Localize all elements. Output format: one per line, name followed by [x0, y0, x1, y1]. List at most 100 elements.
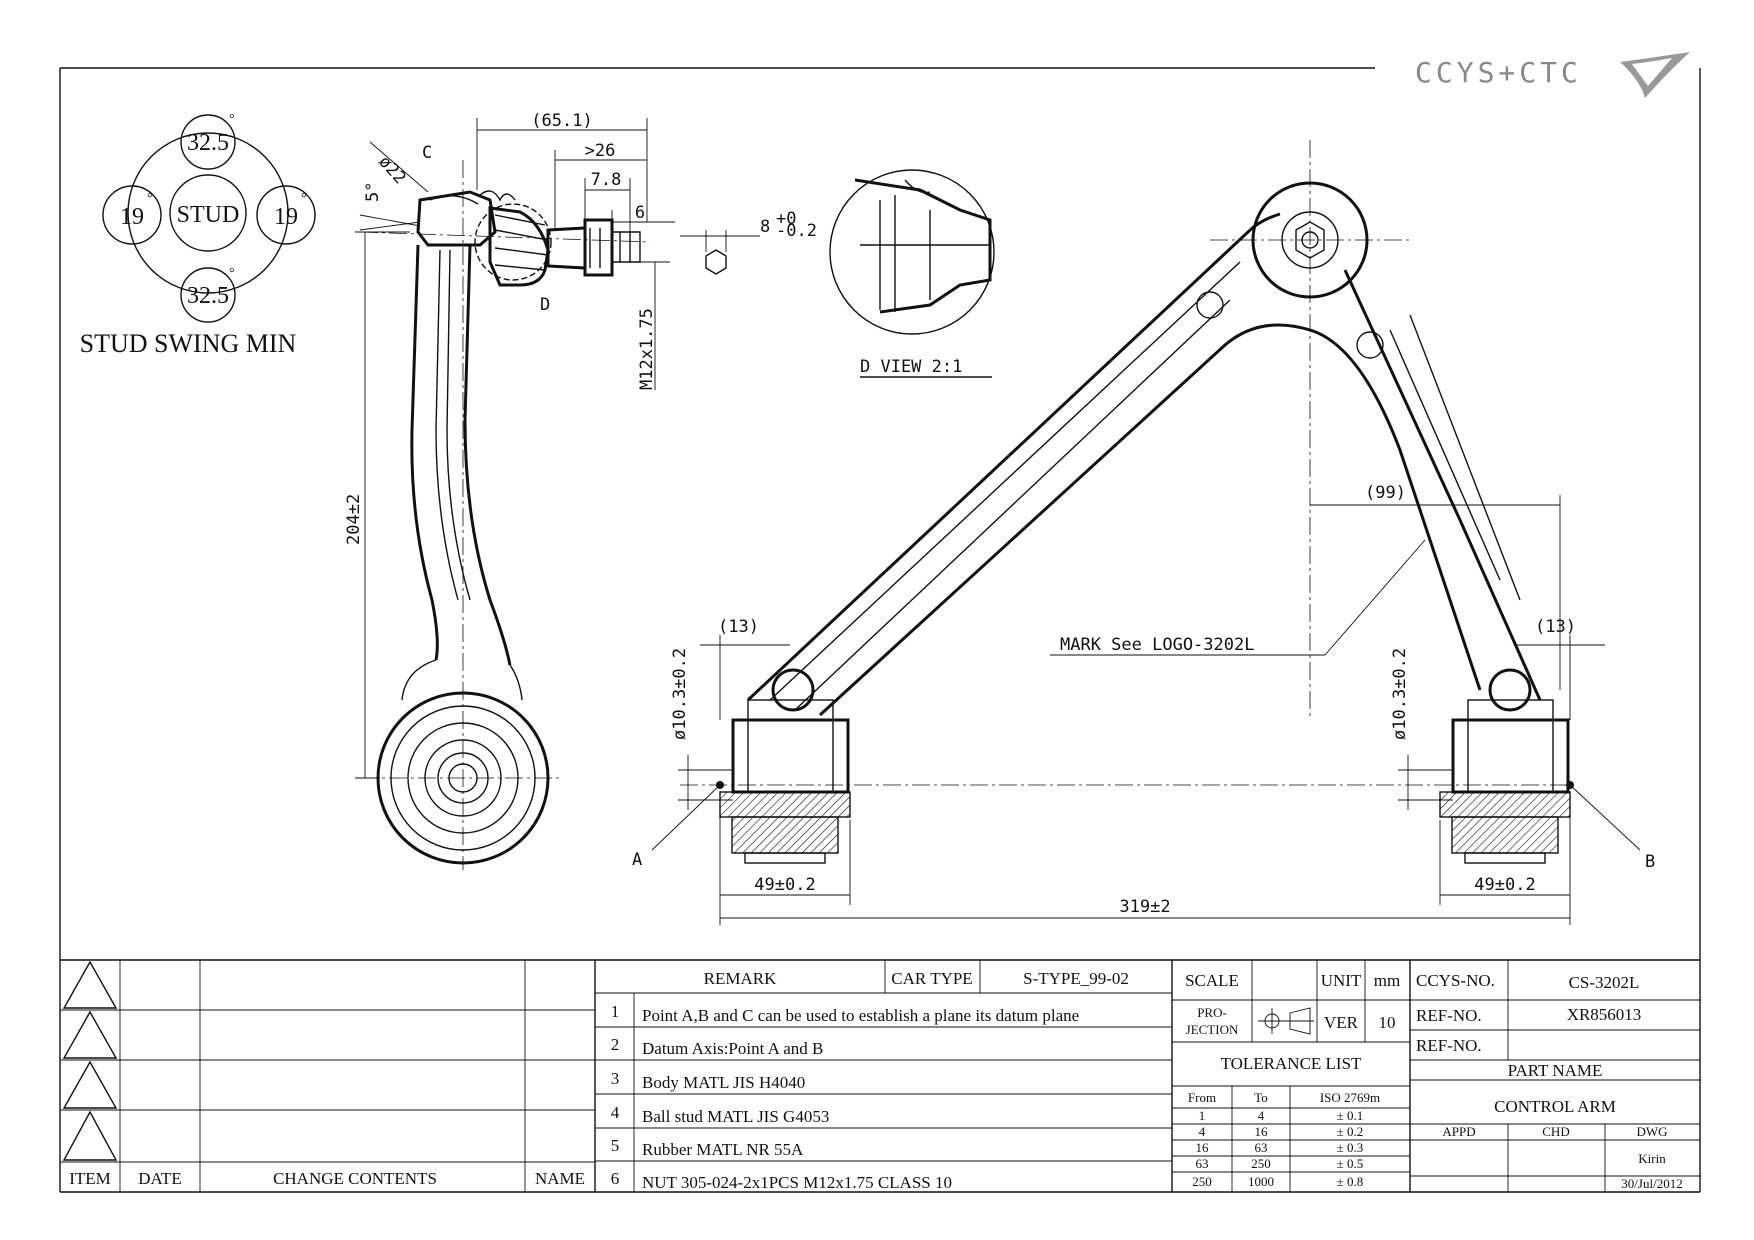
- tolerance-block: SCALE UNIT mm PRO- JECTION VER 10 TOLERA…: [1185, 971, 1400, 1189]
- remark-no-4: 4: [611, 1103, 620, 1122]
- appd-label: APPD: [1442, 1124, 1475, 1139]
- point-b-label: B: [1645, 852, 1655, 872]
- rev-header-name: NAME: [535, 1169, 585, 1188]
- revision-table: ITEM DATE CHANGE CONTENTS NAME: [69, 1169, 585, 1188]
- tol-row-5-val: ± 0.8: [1337, 1174, 1364, 1189]
- swing-right-degree: °: [301, 191, 307, 206]
- ccys-no-label: CCYS-NO.: [1416, 971, 1495, 990]
- projection-label-1: PRO-: [1197, 1005, 1227, 1020]
- tol-row-3-from: 16: [1196, 1140, 1210, 1155]
- remark-no-5: 5: [611, 1136, 620, 1155]
- tol-header-from: From: [1188, 1090, 1216, 1105]
- tolerance-list-label: TOLERANCE LIST: [1221, 1054, 1362, 1073]
- drawing-date: 30/Jul/2012: [1621, 1176, 1682, 1191]
- tol-row-2-from: 4: [1199, 1124, 1206, 1139]
- tol-row-5-to: 1000: [1248, 1174, 1274, 1189]
- tol-row-2-to: 16: [1255, 1124, 1269, 1139]
- stud-swing-diagram: 32.5 32.5 19 19 ° ° ° ° STUD STUD SWING …: [80, 112, 316, 358]
- rev-header-change: CHANGE CONTENTS: [273, 1169, 437, 1188]
- tol-row-4-to: 250: [1251, 1156, 1271, 1171]
- dim-5-deg: 5°: [363, 182, 383, 202]
- logo-text: CCYS+CTC: [1415, 56, 1582, 89]
- swing-right-value: 19: [274, 204, 298, 230]
- dim-13-right: (13): [1535, 617, 1576, 637]
- title-block-grid: [60, 959, 1700, 1192]
- mark-note: MARK See LOGO-3202L: [1060, 635, 1254, 655]
- scale-label: SCALE: [1185, 971, 1239, 990]
- dim-65-1: (65.1): [531, 111, 592, 131]
- company-logo: CCYS+CTC: [1415, 52, 1690, 98]
- swing-left-degree: °: [147, 191, 153, 206]
- ref-no-value: XR856013: [1567, 1005, 1642, 1024]
- swing-title: STUD SWING MIN: [80, 329, 297, 358]
- tol-row-5-from: 250: [1192, 1174, 1212, 1189]
- ccys-no-value: CS-3202L: [1569, 973, 1640, 992]
- rev-header-item: ITEM: [69, 1169, 111, 1188]
- ver-value: 10: [1379, 1013, 1396, 1032]
- d-view-detail: D VIEW 2:1: [829, 169, 995, 378]
- tol-header-iso: ISO 2769m: [1320, 1090, 1380, 1105]
- projection-label-2: JECTION: [1186, 1022, 1239, 1037]
- remarks-table: REMARK CAR TYPE S-TYPE_99-02 1 Point A,B…: [611, 969, 1129, 1192]
- part-name-label: PART NAME: [1508, 1061, 1603, 1080]
- dim-hex: 8: [760, 217, 770, 237]
- swing-top-degree: °: [229, 112, 235, 127]
- swing-center-label: STUD: [177, 202, 240, 228]
- dim-7-8: 7.8: [591, 170, 622, 190]
- remark-text-6: NUT 305-024-2x1PCS M12x1.75 CLASS 10: [642, 1173, 952, 1192]
- bush-width-right: 49±0.2: [1474, 875, 1535, 895]
- drawer-name: Kirin: [1638, 1151, 1666, 1166]
- remark-text-1: Point A,B and C can be used to establish…: [642, 1006, 1079, 1025]
- remark-no-2: 2: [611, 1035, 620, 1054]
- front-view: (99) (13) (13) MARK See LOGO-3202L ø10.3…: [632, 140, 1655, 925]
- unit-label: UNIT: [1321, 971, 1362, 990]
- rev-header-date: DATE: [138, 1169, 181, 1188]
- point-d-label: D: [540, 295, 550, 315]
- dim-6: 6: [635, 203, 645, 223]
- remark-no-6: 6: [611, 1169, 620, 1188]
- car-type-value: S-TYPE_99-02: [1023, 969, 1129, 988]
- tol-row-1-val: ± 0.1: [1337, 1108, 1364, 1123]
- part-info-block: CCYS-NO. CS-3202L REF-NO. XR856013 REF-N…: [1416, 971, 1683, 1191]
- dim-height: 204±2: [344, 494, 364, 545]
- tol-row-3-val: ± 0.3: [1337, 1140, 1364, 1155]
- side-view: (65.1) >26 7.8 6 8 +0 -0.2 M12x1.75 ø22 …: [344, 111, 817, 870]
- overall-span: 319±2: [1119, 897, 1170, 917]
- ref-no-label: REF-NO.: [1416, 1006, 1482, 1025]
- remark-text-5: Rubber MATL NR 55A: [642, 1140, 804, 1159]
- tol-row-1-from: 1: [1199, 1108, 1206, 1123]
- part-name-value: CONTROL ARM: [1494, 1097, 1616, 1116]
- remark-header: REMARK: [704, 969, 777, 988]
- swing-top-value: 32.5: [187, 130, 229, 156]
- dim-99: (99): [1365, 483, 1406, 503]
- ref-no-2-label: REF-NO.: [1416, 1036, 1482, 1055]
- swing-bottom-value: 32.5: [187, 283, 229, 309]
- point-a-label: A: [632, 850, 642, 870]
- tol-row-4-from: 63: [1196, 1156, 1209, 1171]
- bush-width-left: 49±0.2: [754, 875, 815, 895]
- drawing-border: [59, 67, 1701, 1193]
- remark-text-4: Ball stud MATL JIS G4053: [642, 1107, 829, 1126]
- dim-26: >26: [585, 141, 616, 161]
- swing-bottom-degree: °: [229, 266, 235, 281]
- dwg-label: DWG: [1636, 1124, 1667, 1139]
- dim-hex-tol-dn: -0.2: [776, 221, 817, 241]
- bush-dia-left: ø10.3±0.2: [670, 648, 690, 740]
- car-type-label: CAR TYPE: [891, 969, 972, 988]
- remark-text-2: Datum Axis:Point A and B: [642, 1039, 823, 1058]
- remark-no-3: 3: [611, 1069, 620, 1088]
- ver-label: VER: [1324, 1013, 1359, 1032]
- d-view-label: D VIEW 2:1: [860, 357, 962, 377]
- remark-text-3: Body MATL JIS H4040: [642, 1073, 805, 1092]
- bush-dia-right: ø10.3±0.2: [1390, 648, 1410, 740]
- thread-spec: M12x1.75: [637, 308, 657, 390]
- point-c-label: C: [422, 143, 432, 163]
- unit-value: mm: [1374, 971, 1400, 990]
- tol-row-3-to: 63: [1255, 1140, 1268, 1155]
- tol-header-to: To: [1254, 1090, 1268, 1105]
- dim-13-left: (13): [718, 617, 759, 637]
- chd-label: CHD: [1542, 1124, 1569, 1139]
- tol-row-4-val: ± 0.5: [1337, 1156, 1364, 1171]
- swing-left-value: 19: [120, 204, 144, 230]
